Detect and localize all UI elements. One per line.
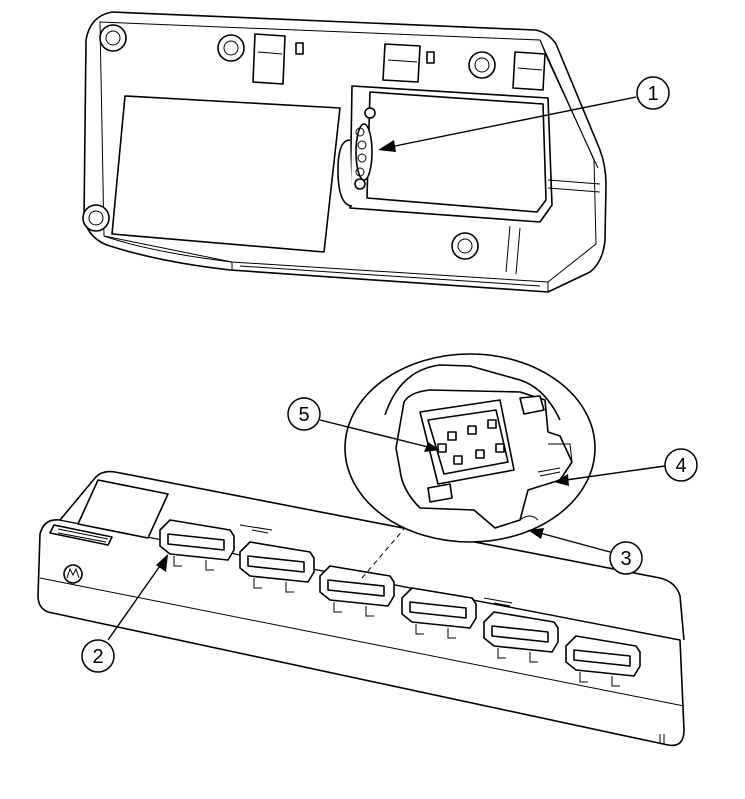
charging-pocket xyxy=(239,541,315,593)
callout-label: 3 xyxy=(620,548,631,570)
contact-pin xyxy=(467,425,477,435)
slot xyxy=(426,51,435,64)
callout-label: 1 xyxy=(647,83,658,105)
multi-unit-charger: 2 xyxy=(37,470,685,747)
contact-pin xyxy=(475,449,485,459)
callout-label: 2 xyxy=(92,646,103,668)
screw-boss xyxy=(82,204,110,232)
contact-pin xyxy=(447,431,457,441)
screw-boss xyxy=(217,34,245,62)
charging-pocket xyxy=(565,635,641,687)
latch-tab xyxy=(252,33,286,85)
callout-5: 5 xyxy=(287,397,440,452)
callout-label: 5 xyxy=(298,404,309,426)
charging-pocket xyxy=(401,587,477,639)
charging-pocket xyxy=(319,565,395,617)
contact-panel xyxy=(337,85,601,275)
callout-1: 1 xyxy=(378,76,670,152)
charging-pocket xyxy=(483,611,559,663)
pocket-detail-view: 5 4 3 xyxy=(287,353,698,575)
latch-tab xyxy=(512,51,546,91)
contact-pin xyxy=(453,455,463,465)
callout-label: 4 xyxy=(675,455,686,477)
callout-2: 2 xyxy=(81,554,168,673)
charging-pocket xyxy=(159,519,235,571)
label-recess xyxy=(111,95,341,253)
callout-3: 3 xyxy=(528,528,643,575)
motorola-logo xyxy=(63,564,83,584)
callout-4: 4 xyxy=(554,448,698,486)
detail-leader xyxy=(361,521,411,579)
slot xyxy=(295,42,304,55)
contact-pin xyxy=(495,443,505,453)
screw-boss xyxy=(451,232,479,260)
contact-pin xyxy=(437,443,447,453)
latch-tab xyxy=(382,43,421,83)
display-panel xyxy=(77,479,169,539)
contact-pin xyxy=(487,419,497,429)
screw-boss xyxy=(468,51,496,79)
pocket-underside-view: 1 xyxy=(82,11,670,293)
screw-boss xyxy=(99,24,127,52)
